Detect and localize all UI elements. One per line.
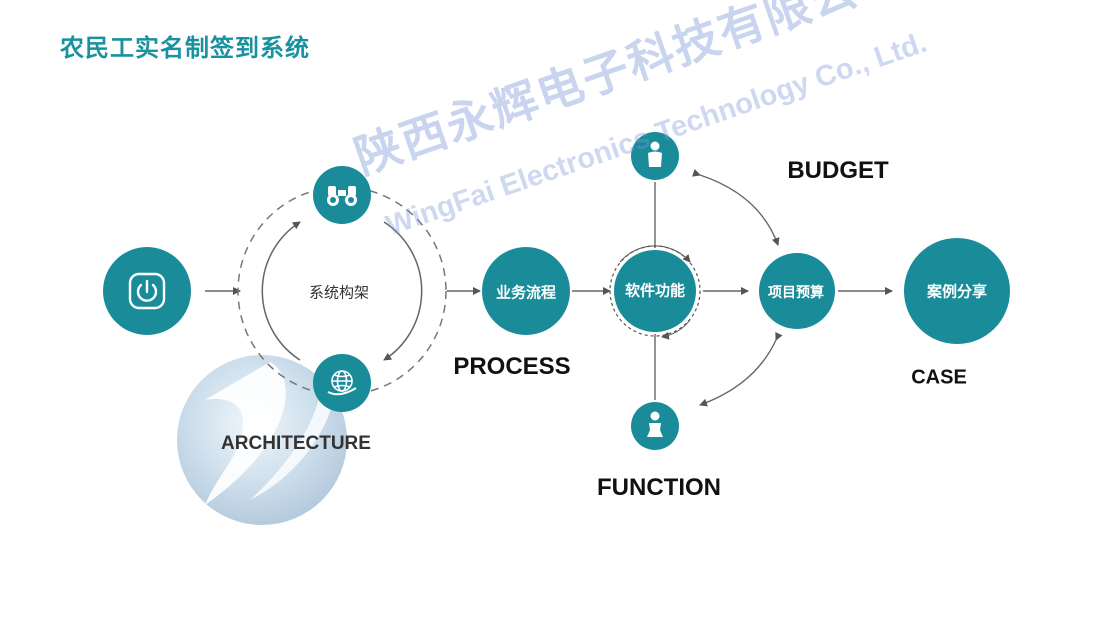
budget-label-en: BUDGET — [787, 157, 889, 184]
person-icon — [647, 411, 663, 437]
curve-arrow-top — [692, 168, 780, 246]
software-node[interactable] — [614, 250, 696, 332]
case-node[interactable] — [904, 238, 1010, 344]
architecture-label-cn: 系统构架 — [308, 283, 370, 302]
case-label-cn: 案例分享 — [926, 282, 988, 301]
process-node[interactable] — [482, 247, 570, 335]
architecture-label-en: ARCHITECTURE — [221, 433, 371, 454]
globe-icon — [327, 370, 357, 396]
software-label-cn: 软件功能 — [624, 281, 686, 300]
architecture-ring-arc-right — [383, 221, 423, 361]
software-ring-arrow-top — [619, 245, 691, 263]
person-icon — [648, 141, 662, 167]
globe-node[interactable] — [313, 354, 371, 412]
case-label-en: CASE — [911, 366, 967, 389]
curve-arrow-bottom — [699, 331, 783, 407]
power-icon — [128, 272, 166, 310]
architecture-ring-arc-left — [261, 221, 301, 361]
budget-label-cn: 项目预算 — [768, 285, 824, 301]
process-label-cn: 业务流程 — [495, 283, 557, 302]
budget-node[interactable] — [759, 253, 835, 329]
software-ring-arrow-bottom — [661, 319, 691, 340]
function-label-en: FUNCTION — [597, 474, 721, 501]
process-label-en: PROCESS — [453, 353, 571, 380]
page-title: 农民工实名制签到系统 — [60, 34, 310, 62]
architecture-ring-dashed — [237, 186, 447, 396]
